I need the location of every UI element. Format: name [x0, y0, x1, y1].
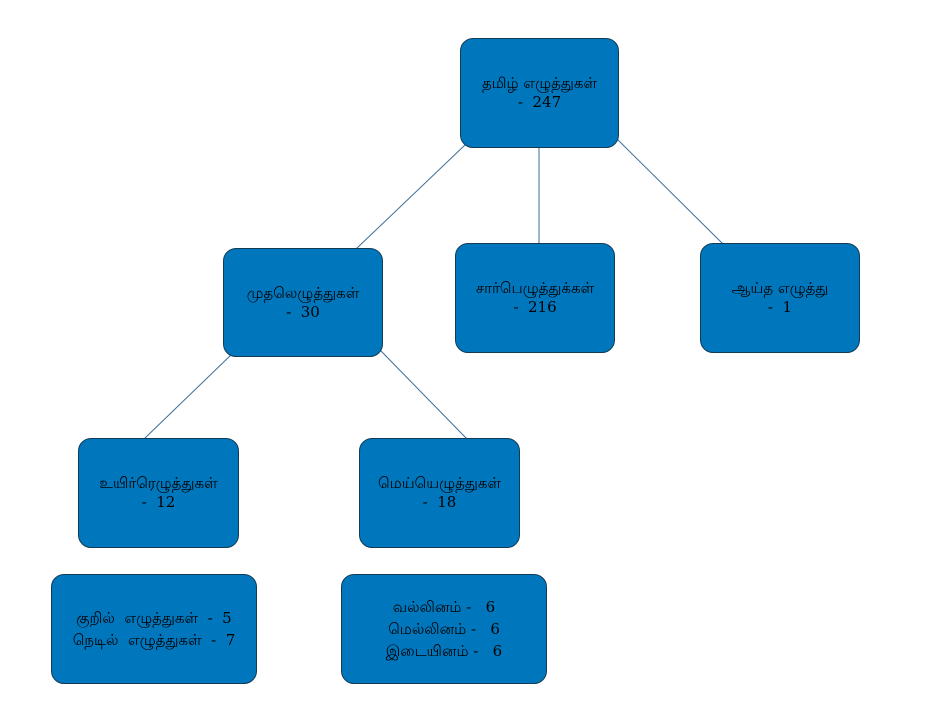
idaiyinam-line: இடையினம் - 6 [385, 642, 503, 660]
node-name: முதலெழுத்துகள் [246, 283, 360, 302]
node-count: - 216 [513, 298, 557, 316]
edge-mudhal-mei [379, 349, 468, 440]
node-dependent-letters: சார்பெழுத்துக்கள் - 216 [455, 243, 615, 353]
node-tamil-letters: தமிழ் எழுத்துகள் - 247 [460, 38, 619, 148]
node-name: தமிழ் எழுத்துகள் [481, 74, 597, 92]
node-count: - 30 [286, 302, 320, 321]
node-vowel-breakdown: குறில் எழுத்துகள் - 5 நெடில் எழுத்துகள் … [51, 574, 257, 684]
node-count: - 247 [517, 93, 562, 111]
node-name: உயிர்ரெழுத்துகள் [99, 474, 218, 492]
short-vowels-line: குறில் எழுத்துகள் - 5 [76, 609, 232, 627]
node-count: - 18 [422, 493, 457, 511]
edge-root-mudhal [355, 143, 467, 250]
node-name: மெய்யெழுத்துகள் [377, 474, 502, 492]
node-vowel-letters: உயிர்ரெழுத்துகள் - 12 [78, 438, 239, 548]
node-name: சார்பெழுத்துக்கள் [475, 279, 595, 297]
node-consonant-breakdown: வல்லினம் - 6 மெல்லினம் - 6 இடையினம் - 6 [341, 574, 547, 684]
long-vowels-line: நெடில் எழுத்துகள் - 7 [72, 631, 236, 649]
edge-root-aaytha [615, 137, 724, 245]
node-name: ஆய்த எழுத்து [731, 279, 829, 297]
node-count: - 1 [767, 298, 793, 316]
mellinam-line: மெல்லினம் - 6 [388, 620, 500, 638]
node-primary-letters: முதலெழுத்துகள் - 30 [223, 248, 383, 357]
edge-mudhal-uyir [143, 353, 233, 440]
node-consonant-letters: மெய்யெழுத்துகள் - 18 [359, 438, 520, 548]
vallinam-line: வல்லினம் - 6 [392, 598, 496, 616]
node-aaytham-letter: ஆய்த எழுத்து - 1 [700, 243, 860, 353]
node-count: - 12 [141, 493, 176, 511]
